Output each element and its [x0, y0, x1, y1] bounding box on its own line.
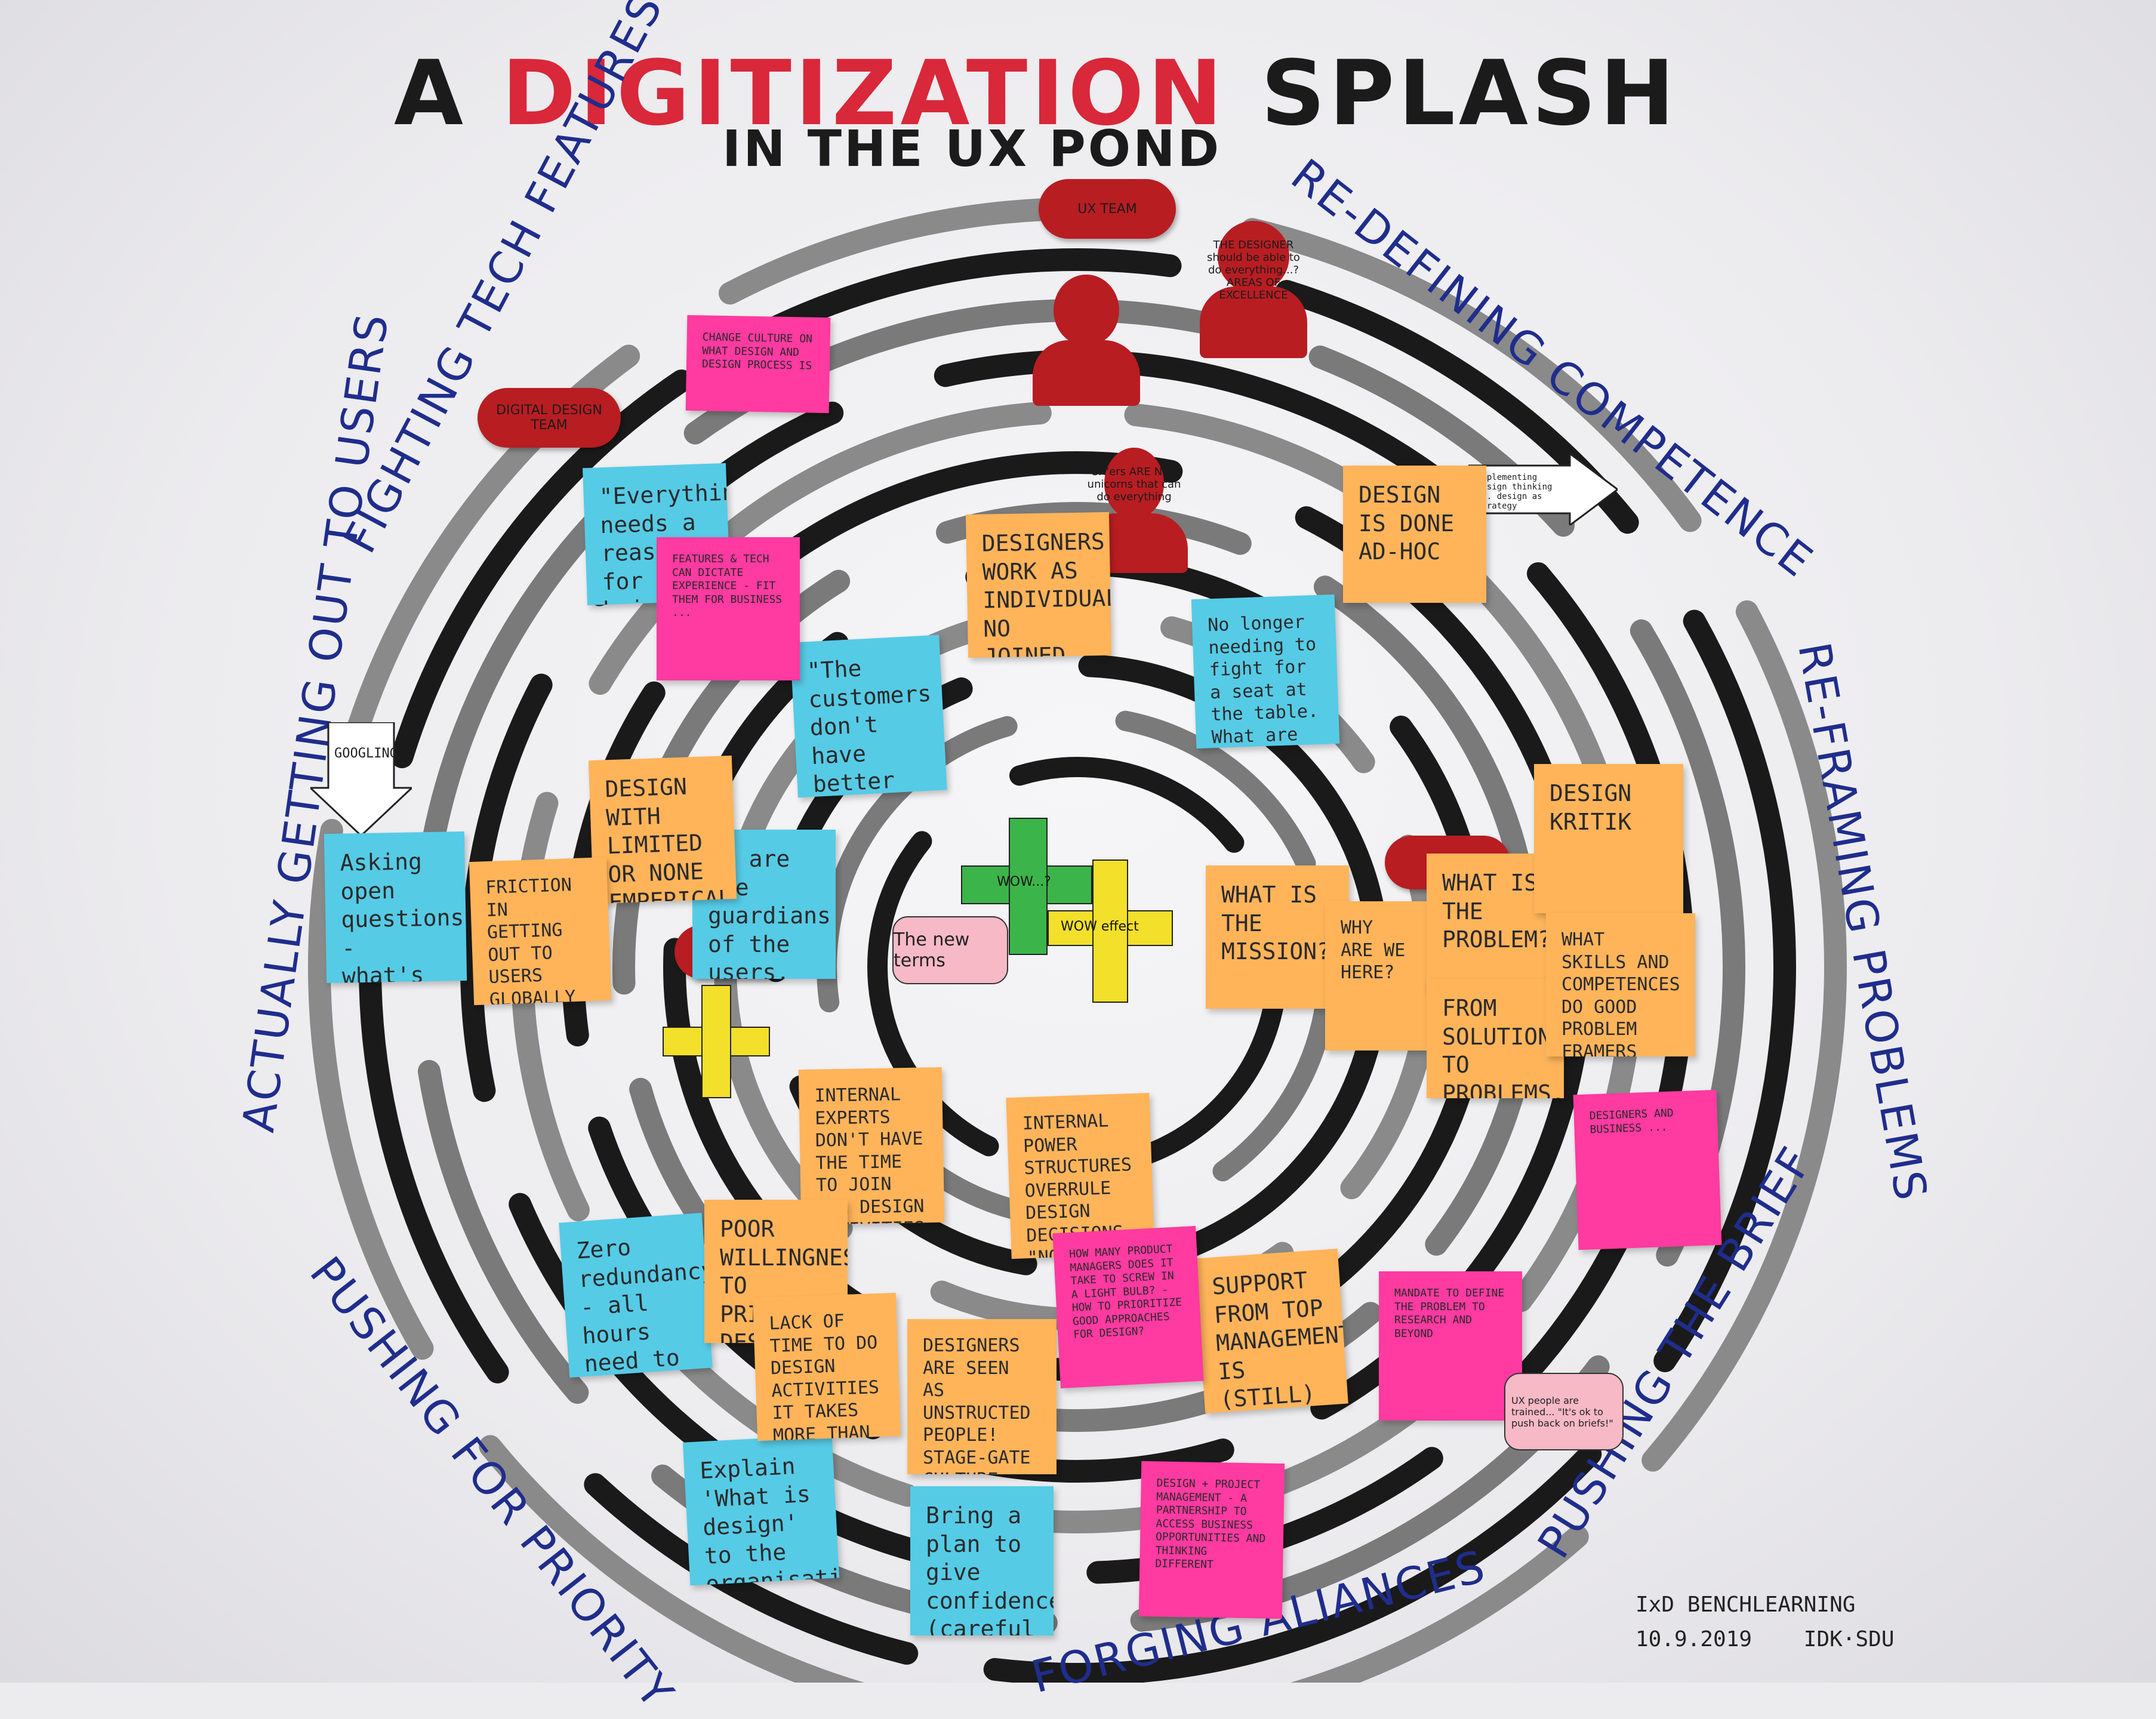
note-design-limited: DESIGN WITH LIMITED OR NONE EMPERICAL ST… — [588, 755, 737, 904]
footer-date-org: 10.9.2019 IDK·SDU — [1636, 1622, 1895, 1657]
note-mandate: MANDATE TO DEFINE THE PROBLEM TO RESEARC… — [1379, 1271, 1522, 1421]
note-solutions-problems: FROM SOLUTIONS TO PROBLEMS. — [1427, 979, 1564, 1098]
plus-yellow-small — [663, 985, 770, 1098]
speech-bubble-push-back: UX people are trained... "It's ok to pus… — [1504, 1373, 1624, 1450]
title-word-digitization: DIGITIZATION — [501, 42, 1227, 146]
title-word-splash: SPLASH — [1261, 42, 1678, 146]
note-why-here: WHY ARE WE HERE? — [1325, 901, 1427, 1050]
title-word-a: A — [394, 42, 467, 146]
head-ux-not-unicorns: UX'ers ARE NOT unicorns that can do ever… — [1080, 448, 1188, 573]
note-support-top: SUPPORT FROM TOP MANAGEMENT IS (STILL) K… — [1194, 1248, 1348, 1414]
footer-org: IDK·SDU — [1803, 1626, 1895, 1652]
footer-benchlearning: IxD BENCHLEARNING — [1636, 1592, 1856, 1617]
arrow-implementing: implementing design thinking vs. design … — [1467, 452, 1619, 527]
note-features-tech: FEATURES & TECH CAN DICTATE EXPERIENCE -… — [657, 537, 800, 680]
plus-yellow-wow-effect: WOW effect — [1048, 860, 1173, 1003]
note-designers-individuals: DESIGNERS WORK AS INDIVIDUALS NO JOINED … — [965, 512, 1112, 658]
note-customers-phantasy: "The customers don't have better phantas… — [790, 634, 947, 798]
poster-title: A DIGITIZATION SPLASH — [394, 42, 1678, 146]
note-design-kritik: DESIGN KRITIK — [1534, 764, 1683, 913]
note-designers-business: DESIGNERS AND BUSINESS ... — [1573, 1089, 1722, 1250]
footer-date: 10.9.2019 — [1636, 1626, 1752, 1652]
note-skills: WHAT SKILLS AND COMPETENCES DO GOOD PROB… — [1546, 913, 1695, 1056]
head-designer-excellence: THE DESIGNER should be able to do everyt… — [1200, 221, 1307, 358]
cloud-ux-team: UX TEAM — [1039, 179, 1176, 239]
note-design-project: DESIGN + PROJECT MANAGEMENT - A PARTNERS… — [1138, 1461, 1285, 1619]
note-asking-open: Asking open questions - what's our resea… — [324, 831, 467, 984]
note-explain-design: Explain 'What is design' to the organisa… — [682, 1434, 840, 1586]
note-lack-time: LACK OF TIME TO DO DESIGN ACTIVITIES IT … — [752, 1292, 901, 1441]
note-change-culture: CHANGE CULTURE ON WHAT DESIGN AND DESIGN… — [685, 315, 831, 414]
note-friction: FRICTION IN GETTING OUT TO USERS GLOBALL… — [469, 857, 612, 1005]
note-designers-unstructed: DESIGNERS ARE SEEN AS UNSTRUCTED PEOPLE!… — [907, 1319, 1057, 1474]
note-bring-plan: Bring a plan to give confidence! (carefu… — [910, 1486, 1054, 1635]
arrow-googling: GOOGLING — [308, 721, 414, 837]
poster-subtitle: IN THE UX POND — [722, 119, 1222, 178]
plus-green-wow: WOW...? — [961, 818, 1092, 955]
note-zero-redundancy: Zero redundancy - all hours need to be a… — [559, 1212, 713, 1378]
head-designer-left — [1033, 275, 1140, 406]
cloud-digital-design-team: DIGITAL DESIGN TEAM — [478, 388, 621, 448]
note-no-longer-fight: No longer needing to fight for a seat at… — [1191, 594, 1340, 749]
note-how-many: HOW MANY PRODUCT MANAGERS DOES IT TAKE T… — [1052, 1225, 1204, 1389]
down-arrow-icon — [308, 721, 414, 837]
note-design-adhoc: DESIGN IS DONE AD-HOC — [1343, 466, 1486, 603]
footer: IxD BENCHLEARNING 10.9.2019 IDK·SDU — [1636, 1588, 1895, 1656]
speech-bubble-new-terms: The new terms — [892, 916, 1008, 984]
